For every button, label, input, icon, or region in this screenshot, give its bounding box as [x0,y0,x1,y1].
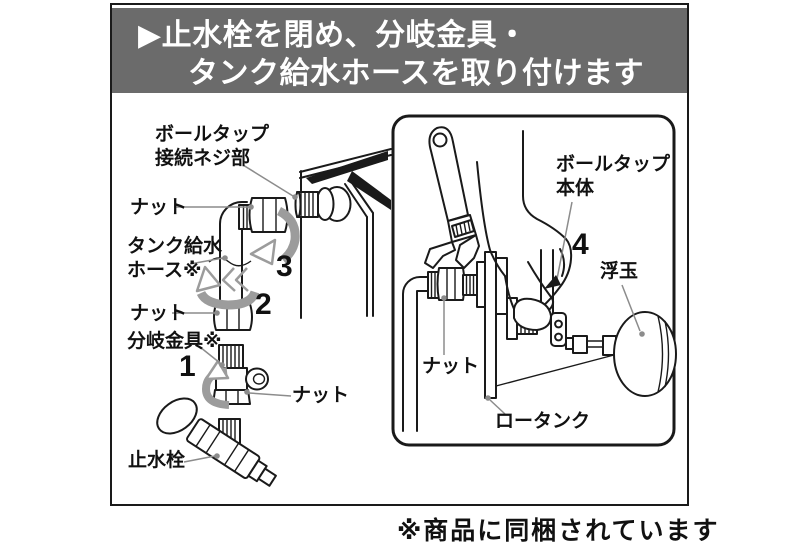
step-number-2: 2 [255,288,272,321]
label-float-ball: 浮玉 [600,261,639,282]
hand-illustration [476,130,573,331]
stop-valve-drawing [156,397,277,487]
branch-fitting-drawing [212,344,269,405]
step-number-4: 4 [572,228,589,261]
float-ball-drawing [613,311,677,397]
rotation-arrow-1 [201,359,230,409]
header-title-line2: タンク給水ホースを取り付けます [188,57,644,90]
label-branch-fitting: 分岐金具※ [127,331,222,352]
rotation-arrow-2 [195,265,260,310]
leader-lines [172,164,645,463]
inset-pipe-and-nut-drawing [402,251,508,432]
label-nut-branch-fitting: ナット [292,385,350,406]
rotation-arrow-3 [249,206,300,266]
label-nut-hose-top: ナット [130,197,188,218]
footer-note: ※商品に同梱されています [397,517,720,545]
label-stop-valve: 止水栓 [128,450,186,471]
balltap-connection-screw-drawing [294,186,352,222]
tank-corner-drawing [299,148,392,319]
header-title-line1: ▶止水栓を閉め、分岐金具・ [138,19,528,52]
label-nut-inset: ナット [422,356,480,377]
step-number-1: 1 [179,350,196,383]
step-number-3: 3 [276,250,293,283]
header-banner: ▶止水栓を閉め、分岐金具・ タンク給水ホースを取り付けます [112,8,687,93]
label-balltap-connection-thread: ボールタップ 接続ネジ部 [155,124,270,169]
tank-supply-hose-drawing [208,197,289,331]
label-low-tank: ロータンク [495,411,591,432]
label-balltap-body: ボールタップ 本体 [556,154,671,199]
wrench-icon [424,126,480,269]
label-tank-supply-hose: タンク給水 ホース※ [127,236,223,281]
label-nut-hose-bottom: ナット [130,303,188,324]
